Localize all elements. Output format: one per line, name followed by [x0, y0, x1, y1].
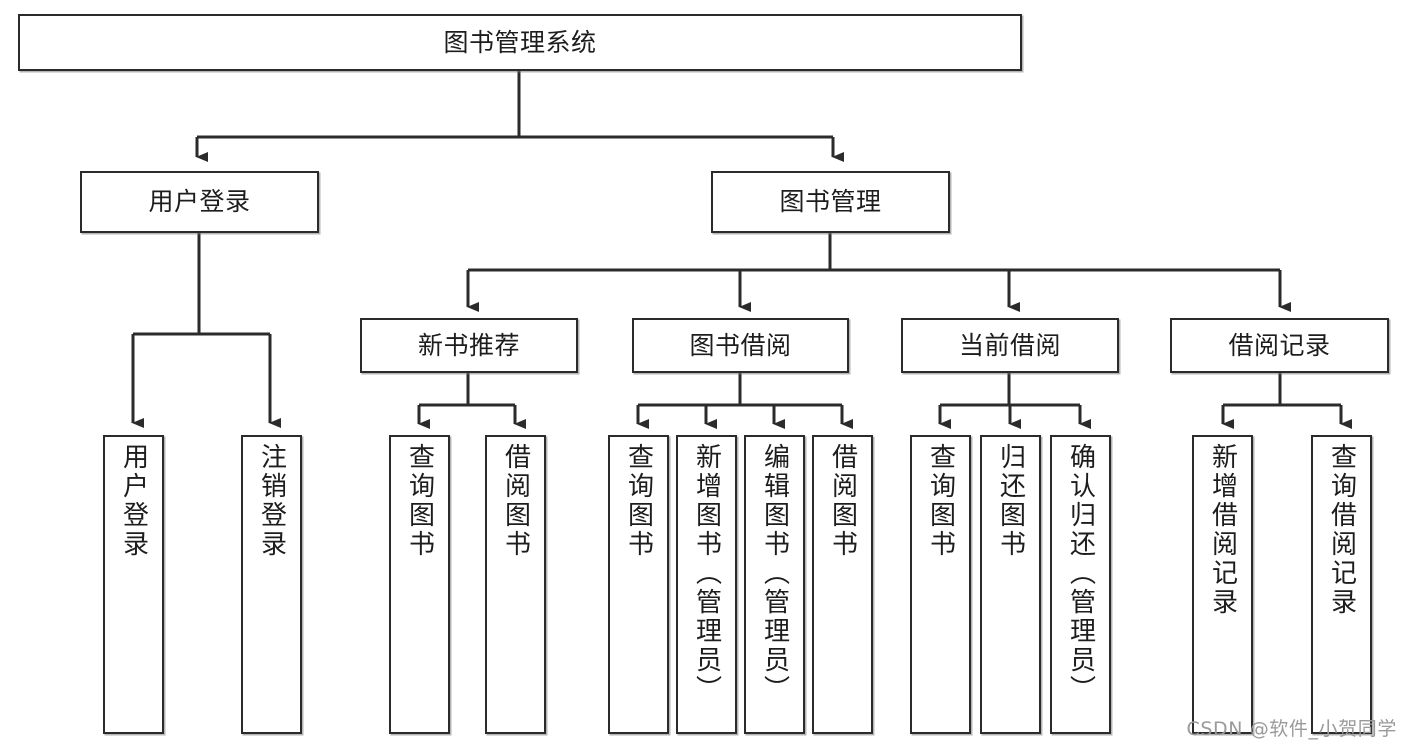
node-label: 图书管理系统 — [443, 27, 597, 57]
node-label: 新增图书（管理员） — [691, 443, 722, 704]
leaf-borrow-record-add-record[interactable]: 新增借阅记录 — [1192, 435, 1253, 734]
leaf-current-borrow-query-book[interactable]: 查询图书 — [910, 435, 971, 734]
leaf-borrow-record-query-record[interactable]: 查询借阅记录 — [1311, 435, 1372, 734]
node-label: 查询图书 — [925, 443, 956, 559]
node-label: 查询图书 — [404, 443, 435, 559]
leaf-user-login-login[interactable]: 用户登录 — [103, 435, 164, 734]
node-label: 用户登录 — [118, 443, 149, 559]
node-label: 借阅图书 — [827, 443, 858, 559]
node-book-borrow[interactable]: 图书借阅 — [632, 318, 849, 373]
node-label: 借阅记录 — [1228, 330, 1331, 360]
node-borrow-record[interactable]: 借阅记录 — [1170, 318, 1389, 373]
node-root-book-management-system[interactable]: 图书管理系统 — [18, 14, 1022, 71]
leaf-current-borrow-confirm-return-admin[interactable]: 确认归还（管理员） — [1050, 435, 1111, 734]
node-label: 当前借阅 — [958, 330, 1061, 360]
node-label: 新增借阅记录 — [1207, 443, 1238, 617]
node-label: 注销登录 — [256, 443, 287, 559]
node-label: 借阅图书 — [500, 443, 531, 559]
leaf-new-book-query-book[interactable]: 查询图书 — [389, 435, 450, 734]
node-user-login[interactable]: 用户登录 — [80, 171, 319, 233]
node-label: 归还图书 — [995, 443, 1026, 559]
leaf-book-borrow-borrow-book[interactable]: 借阅图书 — [812, 435, 873, 734]
node-label: 图书管理 — [779, 187, 882, 217]
node-label: 确认归还（管理员） — [1065, 443, 1096, 704]
leaf-user-login-logout[interactable]: 注销登录 — [241, 435, 302, 734]
node-label: 新书推荐 — [417, 330, 520, 360]
node-label: 图书借阅 — [689, 330, 792, 360]
node-label: 查询借阅记录 — [1326, 443, 1357, 617]
node-label: 用户登录 — [148, 187, 251, 217]
leaf-book-borrow-query-book[interactable]: 查询图书 — [608, 435, 669, 734]
node-current-borrow[interactable]: 当前借阅 — [901, 318, 1119, 373]
leaf-book-borrow-add-book-admin[interactable]: 新增图书（管理员） — [676, 435, 737, 734]
node-label: 查询图书 — [623, 443, 654, 559]
node-label: 编辑图书（管理员） — [759, 443, 790, 704]
watermark-text: CSDN @软件_小贺同学 — [1186, 718, 1397, 740]
leaf-current-borrow-return-book[interactable]: 归还图书 — [980, 435, 1041, 734]
node-new-book-recommend[interactable]: 新书推荐 — [360, 318, 578, 373]
leaf-new-book-borrow-book[interactable]: 借阅图书 — [485, 435, 546, 734]
leaf-book-borrow-edit-book-admin[interactable]: 编辑图书（管理员） — [744, 435, 805, 734]
node-book-management[interactable]: 图书管理 — [711, 171, 950, 233]
